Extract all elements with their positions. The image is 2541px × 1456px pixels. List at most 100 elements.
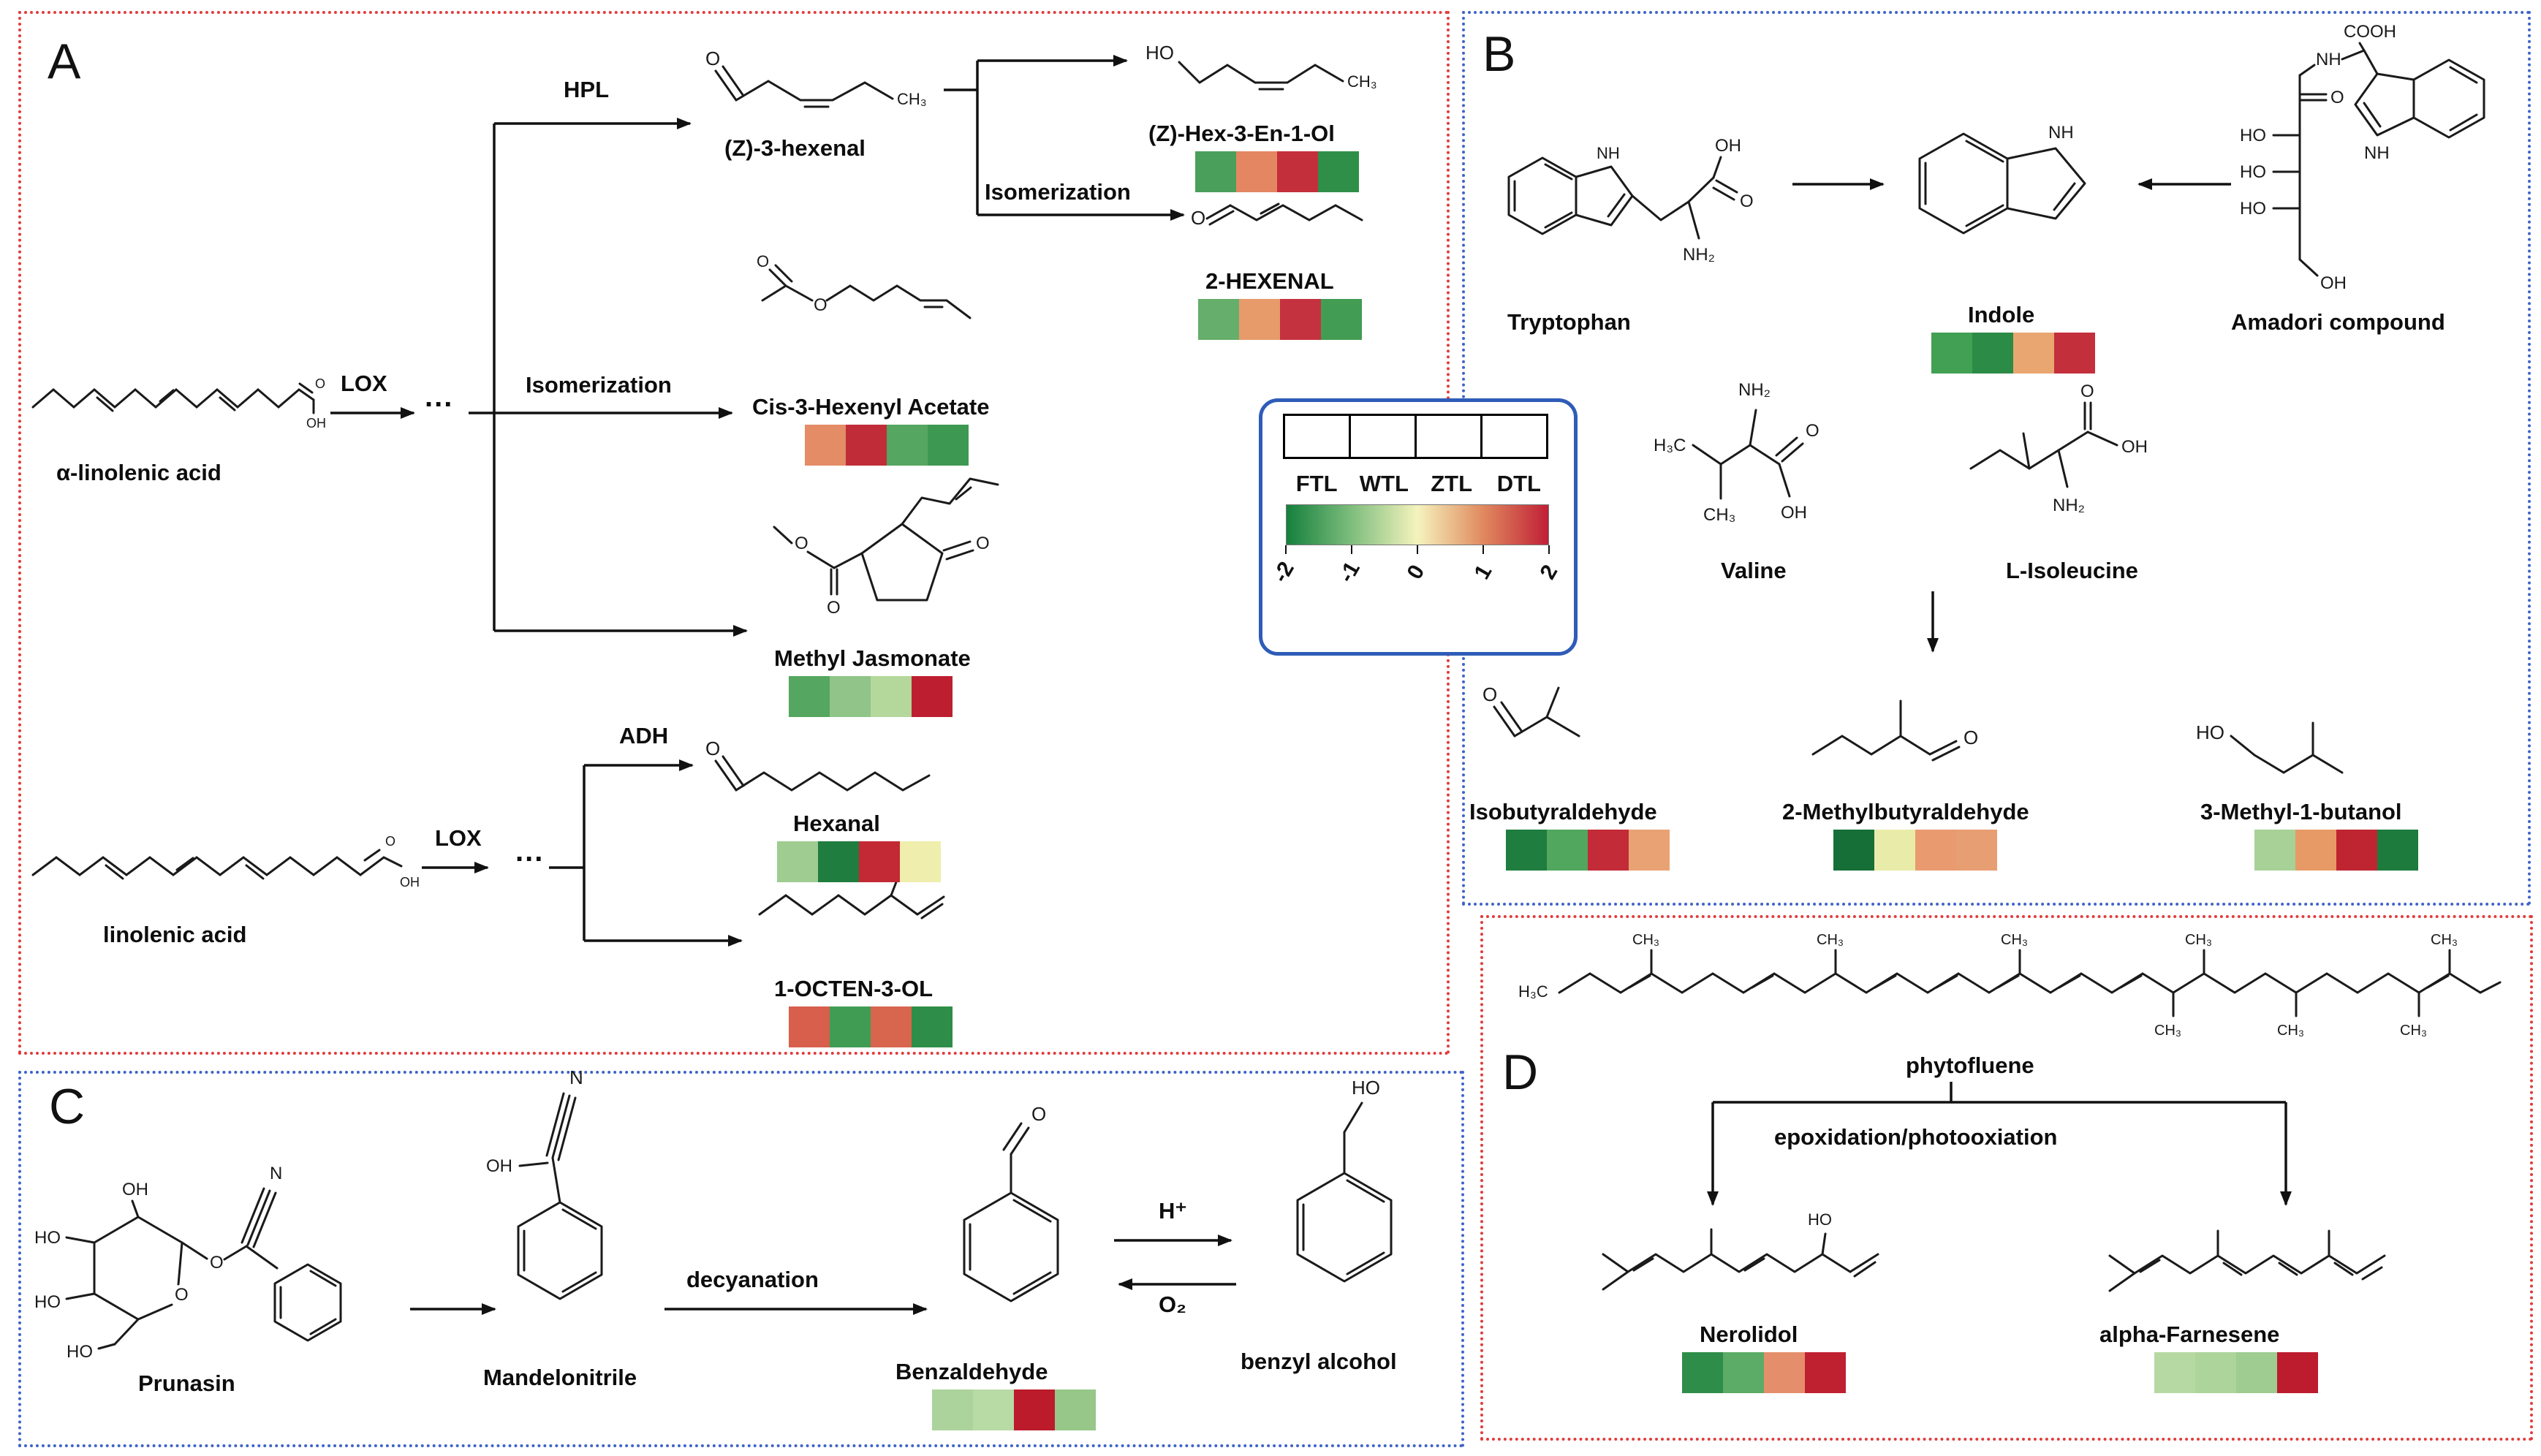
svg-text:HO: HO bbox=[2240, 162, 2266, 182]
heatmap-2-methylbutyraldehyde bbox=[1833, 830, 1997, 871]
svg-text:HO: HO bbox=[1145, 42, 1174, 64]
svg-text:N: N bbox=[569, 1066, 583, 1088]
svg-text:O: O bbox=[1964, 727, 1978, 748]
label-2-methylbutyraldehyde: 2-Methylbutyraldehyde bbox=[1782, 799, 2029, 824]
legend-col-dtl: DTL bbox=[1496, 471, 1541, 496]
legend: FTL WTL ZTL DTL -2 -1 0 1 2 bbox=[1259, 398, 1578, 656]
structure-indole: NH bbox=[1918, 123, 2086, 235]
svg-text:HO: HO bbox=[1808, 1210, 1832, 1229]
label-nerolidol: Nerolidol bbox=[1700, 1322, 1798, 1347]
structure-isobutyraldehyde: O bbox=[1482, 683, 1580, 738]
heatmap-benzaldehyde bbox=[932, 1389, 1096, 1430]
svg-text:O: O bbox=[1031, 1103, 1046, 1125]
legend-tick-neg2: -2 bbox=[1268, 557, 1299, 587]
svg-text:NH: NH bbox=[1597, 144, 1620, 162]
svg-text:CH₃: CH₃ bbox=[2277, 1023, 2304, 1039]
legend-tick-0: 0 bbox=[1402, 561, 1430, 584]
label-3-methyl-1-butanol: 3-Methyl-1-butanol bbox=[2200, 799, 2402, 824]
heatmap-indole bbox=[1931, 333, 2095, 374]
svg-text:O: O bbox=[705, 48, 720, 69]
svg-text:O: O bbox=[175, 1285, 189, 1305]
svg-text:NH₂: NH₂ bbox=[1683, 245, 1715, 265]
step-lox-top: LOX bbox=[341, 371, 387, 396]
svg-text:OH: OH bbox=[122, 1180, 148, 1199]
label-valine: Valine bbox=[1721, 558, 1787, 583]
label-isobutyraldehyde: Isobutyraldehyde bbox=[1469, 799, 1657, 824]
label-hexanal: Hexanal bbox=[793, 811, 880, 836]
svg-text:HO: HO bbox=[1352, 1077, 1380, 1099]
step-epoxidation: epoxidation/photooxiation bbox=[1774, 1124, 2058, 1150]
svg-text:HO: HO bbox=[34, 1228, 61, 1248]
structure-tryptophan: NH NH₂ OH O bbox=[1507, 136, 1754, 265]
step-lox-bottom: LOX bbox=[435, 825, 482, 851]
line-hexenal-branch bbox=[944, 61, 979, 215]
label-2-hexenal: 2-HEXENAL bbox=[1205, 268, 1334, 294]
svg-text:N: N bbox=[270, 1164, 282, 1183]
legend-box-dtl bbox=[1480, 414, 1548, 459]
heatmap-2-hexenal bbox=[1198, 299, 1362, 340]
svg-text:COOH: COOH bbox=[2344, 22, 2396, 42]
svg-text:O: O bbox=[1806, 421, 1819, 441]
label-mandelonitrile: Mandelonitrile bbox=[483, 1365, 637, 1390]
svg-text:O: O bbox=[705, 738, 720, 759]
panel-b: B NH NH₂ OH O bbox=[1462, 11, 2531, 906]
heatmap-1-octen-3-ol bbox=[789, 1006, 953, 1047]
legend-boxes bbox=[1283, 414, 1548, 459]
structure-2-methylbutyraldehyde: O bbox=[1811, 699, 1978, 762]
legend-col-wtl: WTL bbox=[1359, 471, 1409, 496]
svg-text:O: O bbox=[2080, 382, 2094, 401]
legend-box-wtl bbox=[1349, 414, 1417, 459]
svg-text:O: O bbox=[757, 252, 769, 270]
legend-gradient bbox=[1286, 504, 1549, 545]
structure-mandelonitrile: N OH bbox=[486, 1066, 603, 1300]
panel-c-letter: C bbox=[49, 1079, 86, 1134]
heatmap-alpha-farnesene bbox=[2154, 1352, 2318, 1393]
svg-text:OH: OH bbox=[1781, 503, 1807, 523]
svg-text:CH₃: CH₃ bbox=[2154, 1023, 2181, 1039]
svg-text:OH: OH bbox=[2320, 273, 2347, 293]
legend-box-ztl bbox=[1415, 414, 1482, 459]
svg-text:NH: NH bbox=[2048, 123, 2074, 143]
svg-text:CH₃: CH₃ bbox=[1347, 72, 1377, 91]
step-h-plus: H⁺ bbox=[1159, 1198, 1187, 1224]
legend-col-ztl: ZTL bbox=[1431, 471, 1473, 496]
label-l-isoleucine: L-Isoleucine bbox=[2006, 558, 2138, 583]
structure-z-hex-3-en-1-ol: HO CH₃ bbox=[1145, 42, 1377, 91]
line-junction-bottom bbox=[549, 765, 586, 941]
structure-prunasin: O OH HO HO HO O N bbox=[34, 1164, 342, 1362]
svg-text:O: O bbox=[385, 834, 395, 849]
panel-d-letter: D bbox=[1502, 1044, 1539, 1100]
svg-text:CH₃: CH₃ bbox=[1632, 932, 1659, 948]
label-cis-3-hexenyl-acetate: Cis-3-Hexenyl Acetate bbox=[752, 394, 990, 420]
label-alpha-linolenic-acid: α-linolenic acid bbox=[56, 460, 221, 485]
label-prunasin: Prunasin bbox=[138, 1370, 235, 1396]
svg-text:CH₃: CH₃ bbox=[1817, 932, 1844, 948]
svg-text:NH₂: NH₂ bbox=[2053, 496, 2085, 515]
structure-linolenic-acid: OOH bbox=[31, 834, 420, 890]
structure-alpha-linolenic-acid: OOH bbox=[31, 376, 326, 431]
structure-alpha-farnesene bbox=[2108, 1229, 2386, 1292]
structure-methyl-jasmonate: OOO bbox=[773, 477, 999, 618]
step-o2: O₂ bbox=[1159, 1292, 1186, 1317]
heatmap-methyl-jasmonate bbox=[789, 676, 953, 717]
step-decyanation: decyanation bbox=[686, 1267, 819, 1292]
legend-tick-1: 1 bbox=[1469, 561, 1497, 584]
svg-text:HO: HO bbox=[2240, 199, 2266, 219]
structure-z3-hexenal: O CH₃ bbox=[705, 48, 927, 108]
svg-text:CH₃: CH₃ bbox=[2185, 932, 2212, 948]
legend-box-ftl bbox=[1283, 414, 1351, 459]
legend-col-ftl: FTL bbox=[1295, 471, 1338, 496]
svg-text:HO: HO bbox=[67, 1342, 93, 1362]
heatmap-hexanal bbox=[777, 841, 941, 882]
svg-text:HO: HO bbox=[2196, 721, 2224, 743]
svg-text:O: O bbox=[1482, 683, 1497, 705]
heatmap-z-hex-3-en-1-ol bbox=[1195, 151, 1359, 192]
label-tryptophan: Tryptophan bbox=[1507, 309, 1631, 335]
svg-text:O: O bbox=[210, 1253, 224, 1273]
svg-text:CH₃: CH₃ bbox=[897, 90, 927, 108]
heatmap-cis-3-hexenyl-acetate bbox=[805, 425, 969, 466]
label-alpha-farnesene: alpha-Farnesene bbox=[2099, 1322, 2280, 1347]
label-amadori-compound: Amadori compound bbox=[2231, 309, 2445, 335]
